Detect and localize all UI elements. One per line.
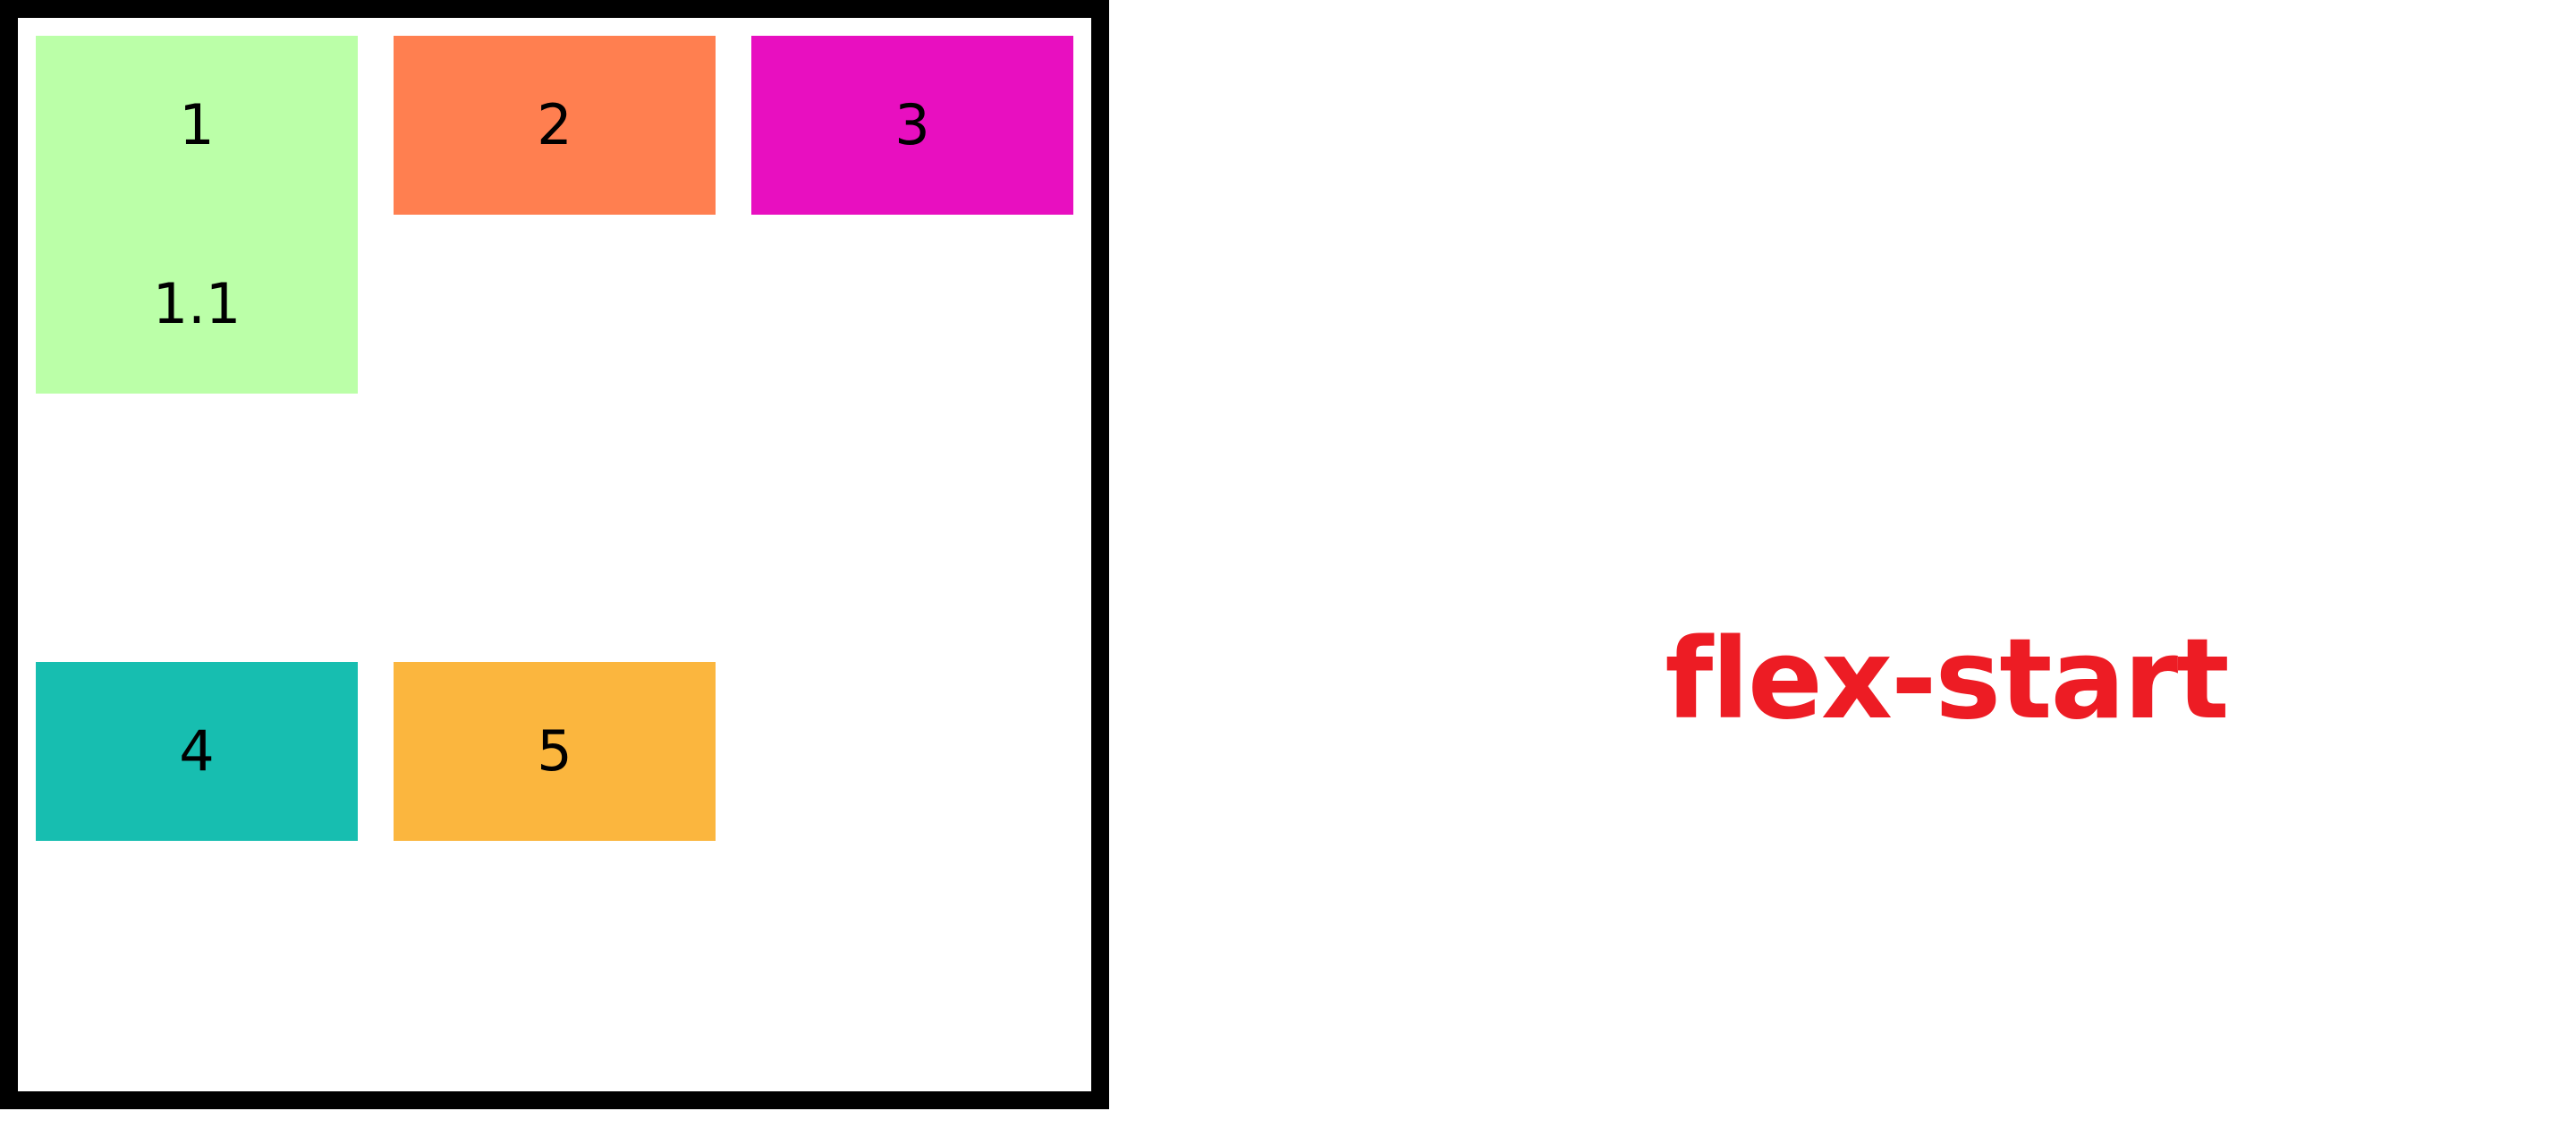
flex-container: 1 1.1 2 3 4 5 <box>0 0 1109 1109</box>
flex-item-4-label: 4 <box>179 718 215 784</box>
flex-container-content: 1 1.1 2 3 4 5 <box>36 36 1073 1073</box>
flex-item-2-label: 2 <box>537 92 572 157</box>
flex-line-2: 4 5 <box>36 662 716 841</box>
flex-line-1: 1 1.1 2 3 <box>36 36 1073 394</box>
flex-item-1-label: 1 <box>179 92 215 157</box>
align-content-caption: flex-start <box>1109 608 2576 751</box>
flex-item-4: 4 <box>36 662 358 841</box>
flex-item-3-label: 3 <box>894 92 930 157</box>
flex-item-1: 1 1.1 <box>36 36 358 394</box>
flex-item-2: 2 <box>394 36 716 215</box>
flex-item-5-label: 5 <box>537 718 572 784</box>
flex-item-5: 5 <box>394 662 716 841</box>
flex-item-3: 3 <box>751 36 1073 215</box>
caption-text: flex-start <box>1665 615 2229 744</box>
flex-item-1-sublabel: 1.1 <box>152 271 242 336</box>
